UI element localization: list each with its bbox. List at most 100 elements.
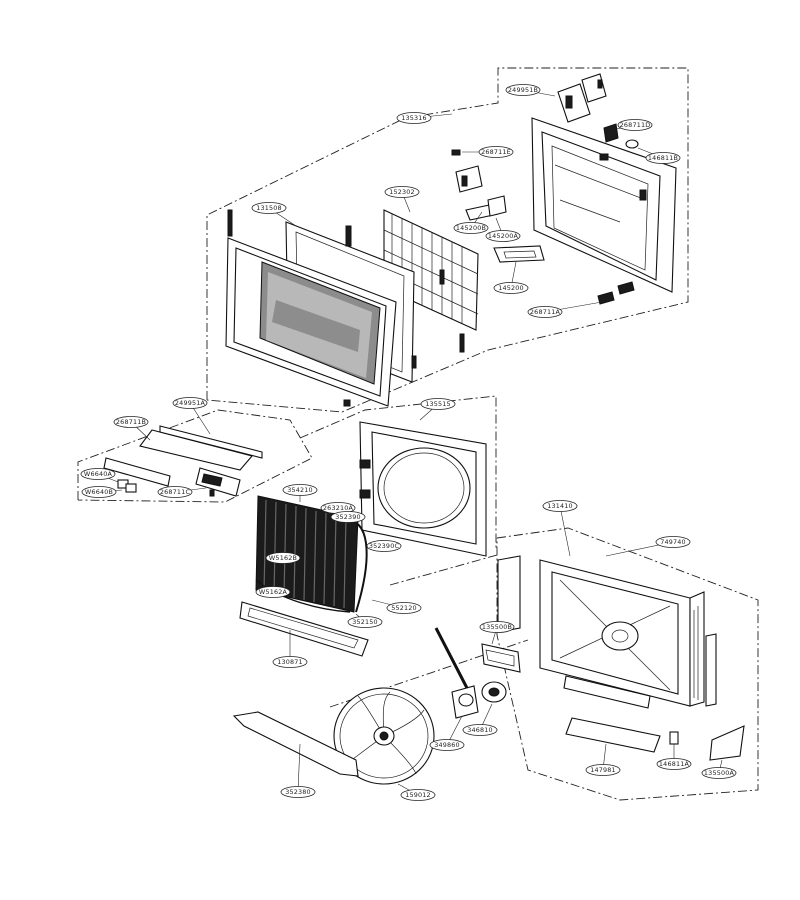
callout-bubble: [255, 586, 291, 598]
callout-label: 268711D: [620, 121, 651, 129]
callout-bubble: [396, 112, 432, 124]
callout-bubble: [81, 486, 117, 498]
callout-leader-line: [559, 505, 571, 557]
callout-bubble: [366, 540, 402, 552]
callout-label: 131410: [547, 502, 573, 510]
callout-bubble: [272, 656, 308, 668]
callout-bubble: [656, 758, 692, 770]
callout-bubble: [453, 222, 489, 234]
callout-label: 145200B: [456, 224, 486, 232]
callout-bubble: [585, 764, 621, 776]
callout-bubble: [420, 398, 456, 410]
callout-130871: 130871: [272, 630, 308, 668]
callout-352150: 352150: [347, 613, 383, 628]
cabinet-frame: [531, 117, 677, 293]
boundary-front-panel-group: [206, 67, 689, 413]
fan-blade: [333, 687, 435, 785]
callout-label: 146811B: [648, 154, 678, 162]
support-rod: [434, 627, 470, 691]
callout-label: 552120: [391, 604, 417, 612]
callout-bubble: [617, 119, 653, 131]
callout-268711e: 268711E: [462, 146, 514, 158]
callout-label: 268711A: [530, 308, 561, 316]
callout-bubble: [478, 146, 514, 158]
callout-label: W5162A: [259, 588, 288, 596]
grille-panel: [383, 209, 479, 331]
callout-bubble: [282, 484, 318, 496]
callout-label: 147981: [590, 766, 616, 774]
corner-bracket: [709, 725, 745, 761]
bracket-assembly-top: [557, 73, 607, 123]
callout-label: 352390C: [369, 542, 400, 550]
callout-146811a: 146811A: [656, 744, 692, 770]
callout-268711d: 268711D: [611, 119, 653, 131]
callout-label: 749740: [660, 538, 686, 546]
callout-label: W6640B: [85, 488, 113, 496]
callout-147981: 147981: [585, 743, 621, 776]
callout-bubble: [645, 152, 681, 164]
callout-bubble: [701, 767, 737, 779]
callout-label: 145200A: [488, 232, 519, 240]
callout-layer: 249951B 135316 268711D 146811B 268711E 152302…: [80, 84, 737, 801]
support-bracket: [232, 711, 359, 777]
callout-152302: 152302: [384, 186, 420, 213]
callout-135316: 135316: [396, 112, 453, 124]
callout-249951a: 249951A: [172, 397, 211, 435]
callout-bubble: [251, 202, 287, 214]
callout-346810: 346810: [462, 703, 498, 736]
callout-145200: 145200: [493, 261, 529, 294]
callout-label: 152302: [389, 188, 415, 196]
callout-label: 249951B: [508, 86, 538, 94]
clip-146811a: [669, 731, 679, 745]
callout-bubble: [505, 84, 541, 96]
callout-268711c: 268711C: [157, 486, 207, 498]
callout-label: 352150: [352, 618, 378, 626]
callout-label: 145200: [498, 284, 524, 292]
callout-leader-line: [297, 743, 301, 793]
callout-label: 135515: [425, 400, 451, 408]
fan-shroud-panel: [359, 421, 487, 557]
callout-label: 146811A: [659, 760, 690, 768]
callout-label: W5162B: [269, 554, 297, 562]
boundary-base-group: [496, 527, 759, 801]
boundary-control-group: [77, 409, 313, 503]
callout-label: 349860: [434, 741, 460, 749]
callout-bubble: [384, 186, 420, 198]
callout-bubble: [485, 230, 521, 242]
callout-268711b: 268711B: [113, 416, 151, 441]
callout-label: 268711E: [481, 148, 511, 156]
boundary-link-2: [389, 554, 498, 586]
callout-label: 352390: [335, 513, 361, 521]
callout-268711a: 268711A: [527, 301, 603, 318]
callout-w5162b: W5162B: [265, 552, 301, 564]
callout-135500a: 135500A: [701, 759, 737, 779]
callout-352390: 352390: [330, 511, 366, 525]
callout-bubble: [655, 536, 691, 548]
callout-label: 131508: [256, 204, 282, 212]
fan-motor: [451, 681, 507, 719]
callout-bubble: [265, 552, 301, 564]
callout-349860: 349860: [429, 715, 465, 751]
callout-135515: 135515: [419, 398, 456, 421]
callout-749740: 749740: [605, 536, 691, 557]
callout-bubble: [400, 789, 436, 801]
air-guide: [565, 717, 661, 753]
callout-label: 268711B: [116, 418, 146, 426]
callout-label: 249951A: [175, 399, 206, 407]
callout-131410: 131410: [542, 500, 578, 557]
callout-label: 354210: [287, 486, 313, 494]
callout-249951b: 249951B: [505, 84, 556, 97]
small-parts-center: [451, 149, 545, 263]
callout-w6640b: W6640B: [81, 486, 123, 498]
callout-352390c: 352390C: [365, 540, 402, 552]
callout-bubble: [330, 511, 366, 523]
callout-label: 135500A: [704, 769, 735, 777]
callout-145200b: 145200B: [453, 211, 489, 234]
callout-bubble: [386, 602, 422, 614]
drain-pan: [239, 601, 369, 657]
base-chassis: [497, 555, 717, 709]
callout-bubble: [429, 739, 465, 751]
motor-bracket: [481, 643, 521, 673]
callout-bubble: [172, 397, 208, 409]
